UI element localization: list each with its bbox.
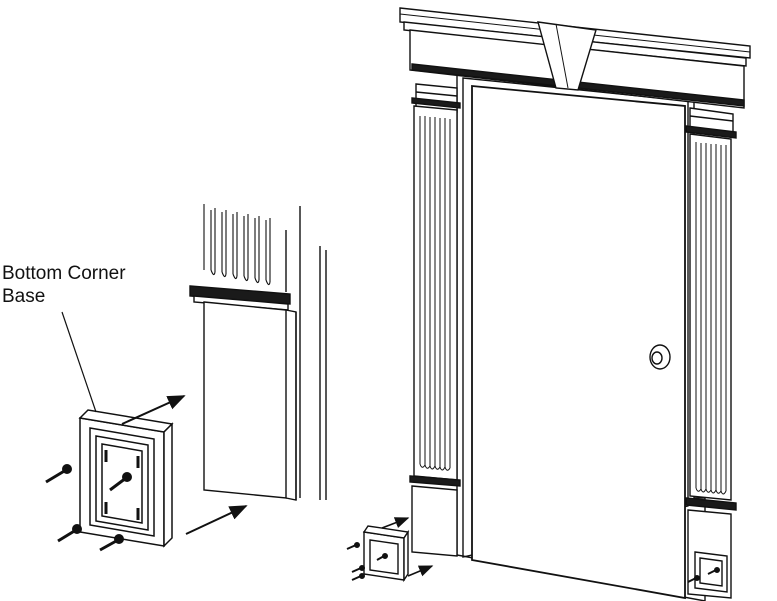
- left-pilaster: [409, 83, 461, 557]
- keystone: [537, 21, 597, 91]
- doorknob-icon: [649, 344, 671, 370]
- corner-block-installed-left: [362, 525, 410, 583]
- callout-line-2: Base: [2, 286, 46, 307]
- callout-label: Bottom Corner Base: [2, 262, 126, 308]
- callout-leader: [61, 311, 97, 413]
- pilaster-detail: [189, 204, 327, 501]
- callout-line-1: Bottom Corner: [2, 263, 126, 284]
- screw-icon: [45, 464, 132, 552]
- door-assembly: [362, 7, 751, 601]
- arrow-icon: [121, 395, 248, 535]
- crosshead: [399, 7, 751, 109]
- arrow-icon: [381, 517, 434, 577]
- screw-icon: [346, 542, 720, 583]
- right-pilaster: [685, 107, 737, 599]
- door-slab: [471, 85, 686, 600]
